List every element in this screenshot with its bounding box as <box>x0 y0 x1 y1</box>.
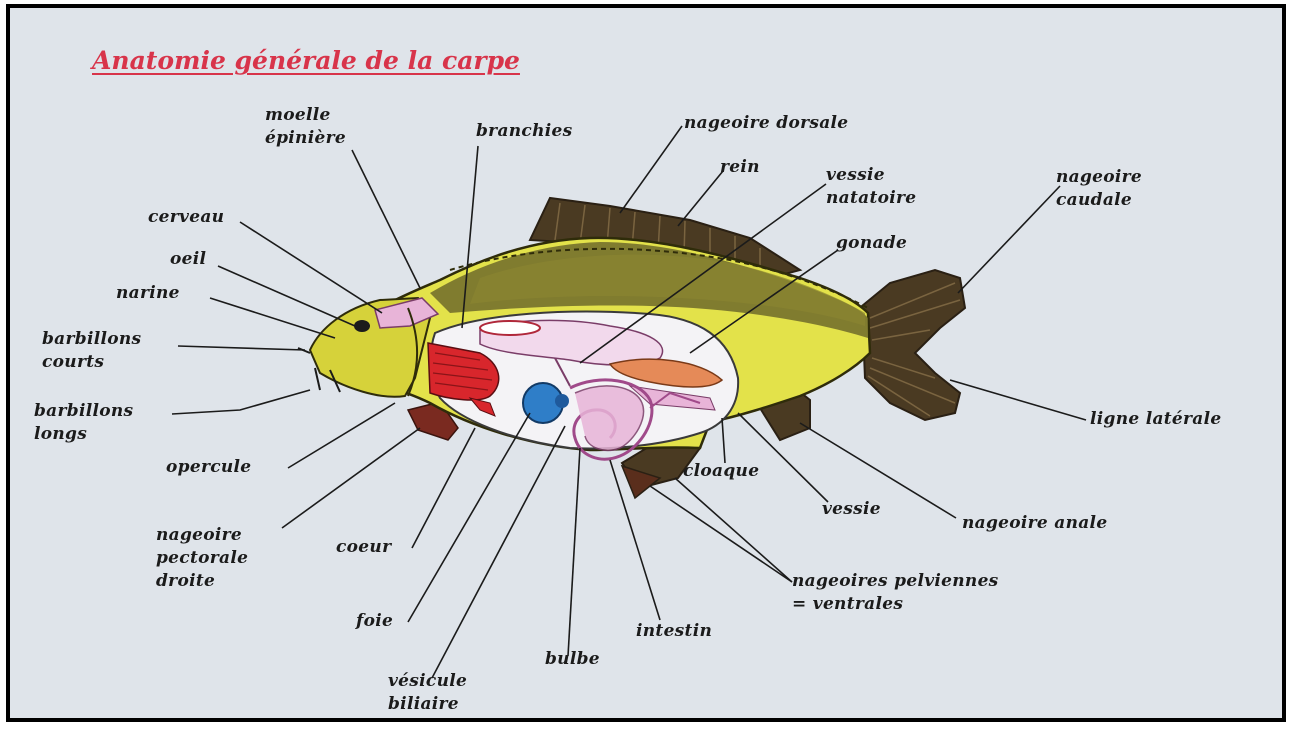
label-intestin: intestin <box>636 620 712 643</box>
leader-barbillons-courts <box>178 346 305 350</box>
label-nageoire-anale: nageoire anale <box>962 512 1107 535</box>
label-caudale-line1: nageoire <box>1056 166 1142 189</box>
label-cerveau: cerveau <box>148 206 224 229</box>
caudal-fin-shape <box>862 270 965 420</box>
label-branchies: branchies <box>476 120 572 143</box>
label-moelle-line2: épinière <box>265 127 346 150</box>
leader-vesicule <box>432 426 565 678</box>
label-moelle-line1: moelle <box>265 104 346 127</box>
label-barbillons-longs-line1: barbillons <box>34 400 133 423</box>
label-vessie: vessie <box>822 498 881 521</box>
label-moelle-epiniere: moelle épinière <box>265 104 346 150</box>
eye-shape <box>354 320 370 332</box>
leader-bulbe <box>568 448 580 656</box>
label-vesicule-line1: vésicule <box>388 670 467 693</box>
leader-cerveau <box>240 222 382 313</box>
diagram-frame: Anatomie générale de la carpe <box>6 4 1286 722</box>
leader-oeil <box>218 266 355 326</box>
label-barbillons-longs: barbillons longs <box>34 400 133 446</box>
label-nageoire-dorsale: nageoire dorsale <box>684 112 848 135</box>
label-nageoires-pelviennes: nageoires pelviennes = ventrales <box>792 570 999 616</box>
label-pelviennes-line2: = ventrales <box>792 593 999 616</box>
leader-moelle <box>352 150 420 288</box>
label-nageoire-caudale: nageoire caudale <box>1056 166 1142 212</box>
label-vesicule-biliaire: vésicule biliaire <box>388 670 467 716</box>
label-gonade: gonade <box>836 232 907 255</box>
leader-caudale <box>958 186 1060 293</box>
label-pectorale-line3: droite <box>156 570 248 593</box>
label-ligne-laterale: ligne latérale <box>1090 408 1221 431</box>
carp-illustration <box>10 8 1286 722</box>
label-coeur: coeur <box>336 536 391 559</box>
label-foie: foie <box>356 610 393 633</box>
label-barbillons-longs-line2: longs <box>34 423 133 446</box>
label-barbillons-courts: barbillons courts <box>42 328 141 374</box>
leader-rein <box>678 171 723 226</box>
leader-pelviennes-2 <box>650 486 792 582</box>
label-rein: rein <box>720 156 760 179</box>
leader-pectorale <box>282 428 420 528</box>
label-bulbe: bulbe <box>545 648 600 671</box>
label-pectorale-line2: pectorale <box>156 547 248 570</box>
leader-coeur <box>412 428 475 548</box>
label-vessie-natatoire-line2: natatoire <box>826 187 916 210</box>
label-pelviennes-line1: nageoires pelviennes <box>792 570 999 593</box>
label-barbillons-courts-line1: barbillons <box>42 328 141 351</box>
label-barbillons-courts-line2: courts <box>42 351 141 374</box>
leader-pelviennes-1 <box>675 478 792 582</box>
label-narine: narine <box>116 282 180 305</box>
label-pectorale-line1: nageoire <box>156 524 248 547</box>
leader-narine <box>210 298 335 338</box>
label-caudale-line2: caudale <box>1056 189 1142 212</box>
label-vessie-natatoire: vessie natatoire <box>826 164 916 210</box>
leader-barbillons-longs <box>172 390 310 414</box>
label-vessie-natatoire-line1: vessie <box>826 164 916 187</box>
leader-laterale <box>950 380 1086 420</box>
label-vesicule-line2: biliaire <box>388 693 467 716</box>
label-cloaque: cloaque <box>683 460 759 483</box>
label-nageoire-pectorale-droite: nageoire pectorale droite <box>156 524 248 593</box>
leader-foie <box>408 413 530 622</box>
leader-cloaque <box>722 418 725 463</box>
label-oeil: oeil <box>170 248 206 271</box>
leader-dorsale <box>620 126 682 213</box>
label-opercule: opercule <box>166 456 251 479</box>
